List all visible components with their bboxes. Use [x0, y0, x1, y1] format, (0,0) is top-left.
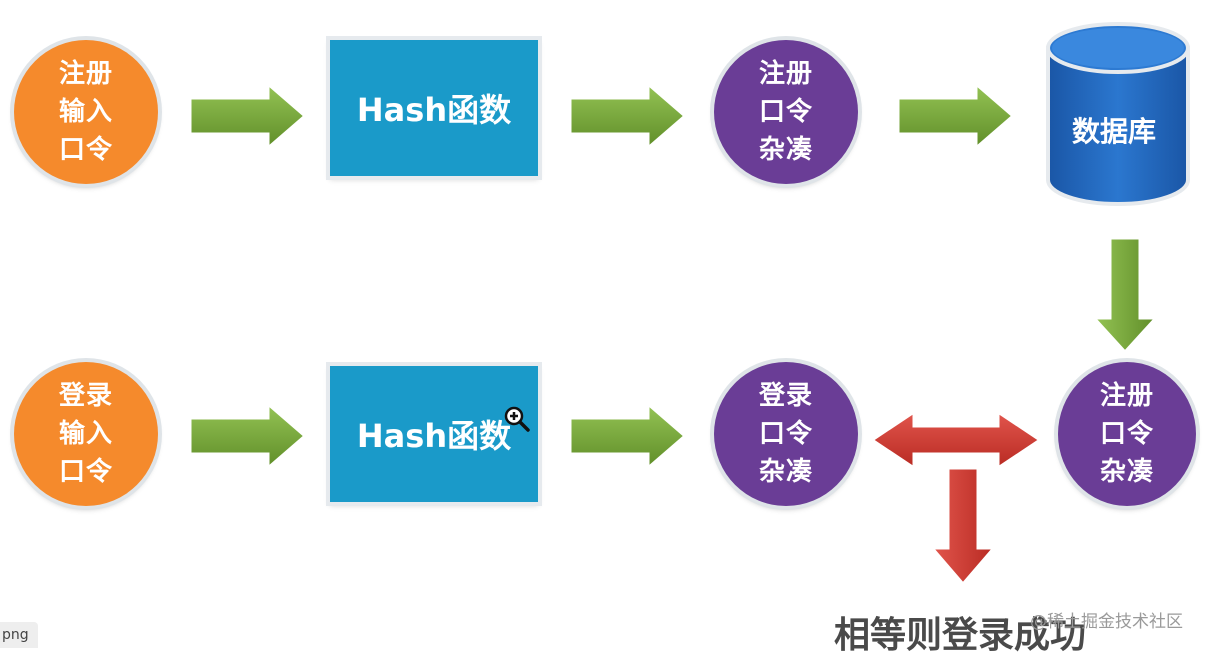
register-input-node: 注册 输入 口令	[14, 40, 158, 184]
arrow-hash-to-login-hash	[568, 400, 688, 472]
arrow-compare-to-result	[928, 466, 998, 587]
hash-function-bottom-node: Hash函数	[330, 366, 538, 502]
hash-function-bottom-label: Hash函数	[356, 417, 512, 455]
login-hash-label: 登录 口令 杂凑	[758, 381, 813, 487]
stored-hash-node: 注册 口令 杂凑	[1058, 362, 1196, 506]
arrow-register-to-hash	[188, 80, 308, 152]
database-label: 数据库	[1072, 115, 1157, 148]
arrow-register-hash-to-database	[896, 80, 1016, 152]
compare-double-arrow	[869, 409, 1043, 471]
register-hash-node: 注册 口令 杂凑	[714, 40, 858, 184]
register-input-label: 注册 输入 口令	[58, 59, 113, 165]
watermark: @稀土掘金技术社区	[1030, 612, 1183, 632]
hash-function-top-node: Hash函数	[330, 40, 538, 176]
hash-function-top-label: Hash函数	[356, 91, 512, 129]
arrow-login-to-hash	[188, 400, 308, 472]
database-cylinder	[1046, 22, 1190, 206]
login-input-node: 登录 输入 口令	[14, 362, 158, 506]
login-hash-node: 登录 口令 杂凑	[714, 362, 858, 506]
file-type-tag: png	[0, 622, 38, 648]
stored-hash-label: 注册 口令 杂凑	[1099, 381, 1154, 487]
arrow-database-to-stored-hash	[1090, 236, 1160, 355]
arrow-hash-to-register-hash	[568, 80, 688, 152]
zoom-in-icon[interactable]	[504, 406, 530, 432]
login-input-label: 登录 输入 口令	[58, 381, 113, 487]
register-hash-label: 注册 口令 杂凑	[758, 59, 813, 165]
